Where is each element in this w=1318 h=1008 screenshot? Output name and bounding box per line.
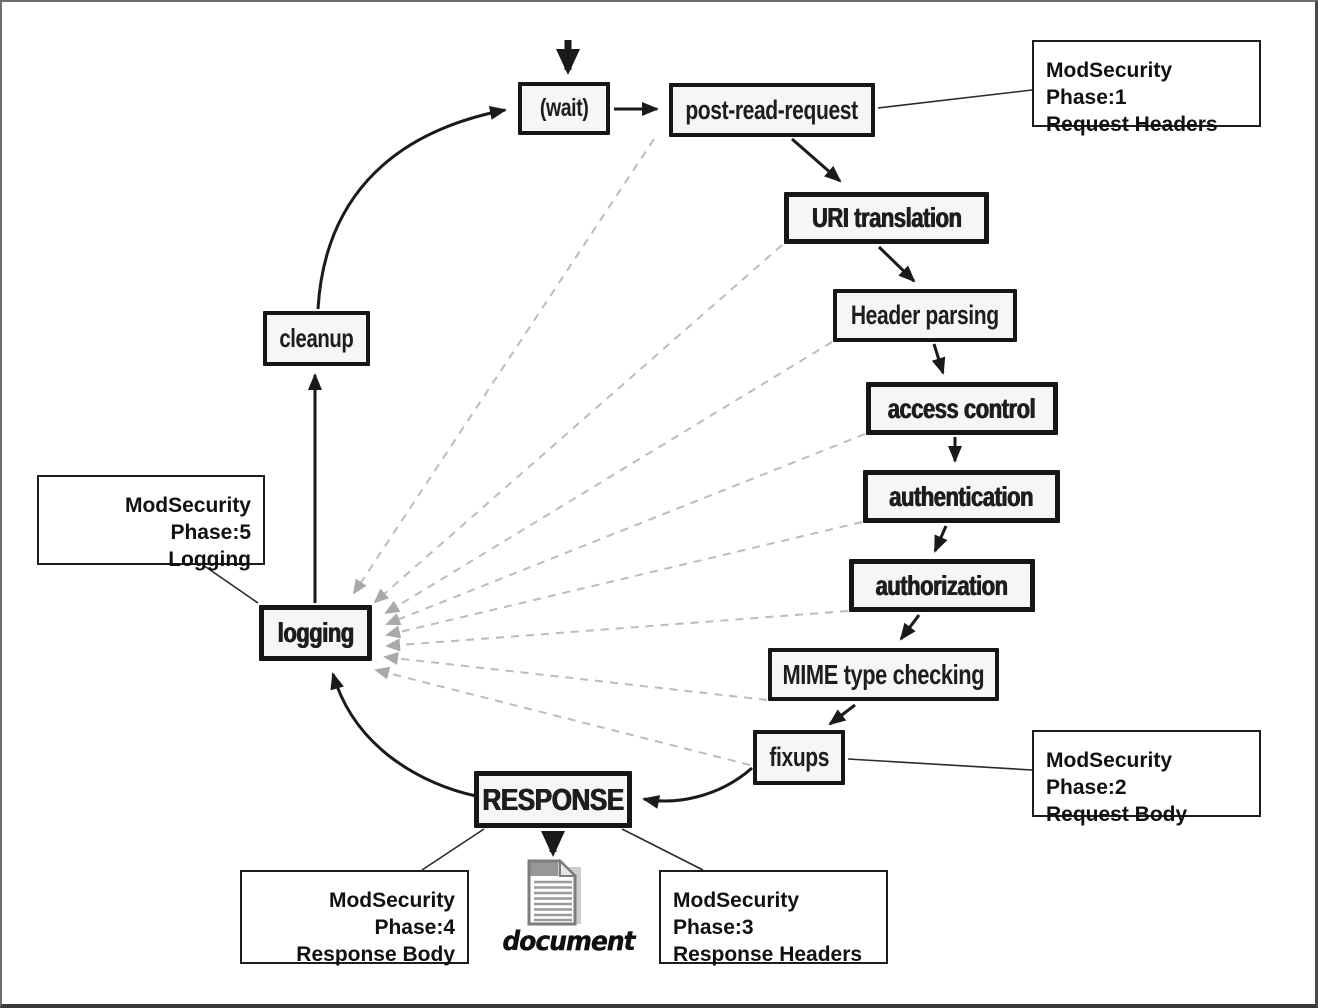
node-cleanup: cleanup — [263, 311, 370, 366]
callout-phase4-line1: ModSecurity Phase:4 — [328, 889, 455, 939]
node-wait: (wait) — [518, 82, 610, 135]
node-post-read-request-label: post-read-request — [685, 94, 859, 125]
callout-phase3-line2: Response Headers — [673, 943, 863, 966]
node-access-control: access control — [866, 382, 1058, 435]
node-fixups-label: fixups — [769, 742, 829, 772]
callout-phase1: ModSecurity Phase:1 Request Headers — [1032, 40, 1261, 136]
node-mime-type-checking: MIME type checking — [768, 648, 999, 701]
arrow-fixups-to-response — [642, 766, 753, 809]
callout-phase4-line2: Response Body — [296, 943, 455, 966]
arrow-cleanup-to-wait — [316, 106, 507, 310]
node-uri-translation: URI translation — [784, 192, 989, 244]
node-header-parsing: Header parsing — [833, 289, 1017, 342]
node-uri-translation-label: URI translation — [811, 202, 962, 233]
node-cleanup-label: cleanup — [279, 323, 354, 353]
main-flow-arrows — [308, 40, 962, 857]
node-mime-type-checking-label: MIME type checking — [782, 658, 985, 690]
node-authentication-label: authentication — [889, 480, 1034, 512]
callout-phase4: ModSecurity Phase:4 Response Body — [240, 870, 469, 966]
callout-phase5-line1: ModSecurity Phase:5 — [124, 494, 251, 544]
callout-phase1-line1: ModSecurity Phase:1 — [1046, 59, 1173, 109]
callout-connectors — [202, 89, 1033, 871]
document-icon — [527, 858, 581, 926]
arrow-response-to-logging — [330, 672, 477, 798]
arrow-authorization-to-mime — [899, 614, 921, 641]
arrow-authentication-to-authorization — [933, 525, 948, 553]
callout-phase2: ModSecurity Phase:2 Request Body — [1032, 730, 1261, 826]
node-logging: logging — [259, 605, 372, 661]
callout-phase1-line2: Request Headers — [1046, 113, 1218, 136]
callout-phase5-line2: Logging — [168, 548, 251, 571]
callout-phase5: ModSecurity Phase:5 Logging — [37, 475, 265, 571]
node-wait-label: (wait) — [539, 94, 589, 122]
node-response: RESPONSE — [474, 771, 632, 828]
node-header-parsing-label: Header parsing — [851, 300, 999, 330]
document-label: document — [502, 926, 635, 957]
arrow-post-read-to-uri — [791, 137, 842, 183]
arrow-mime-to-fixups — [828, 703, 856, 726]
arrow-uri-to-header-parsing — [877, 245, 916, 283]
callout-phase3-line1: ModSecurity Phase:3 — [673, 889, 800, 939]
node-fixups: fixups — [753, 730, 845, 785]
callout-phase3: ModSecurity Phase:3 Response Headers — [659, 870, 888, 966]
callout-phase2-line1: ModSecurity Phase:2 — [1046, 749, 1173, 799]
node-authentication: authentication — [863, 470, 1060, 523]
node-authorization: authorization — [849, 559, 1035, 612]
node-post-read-request: post-read-request — [669, 83, 875, 137]
callout-phase2-line2: Request Body — [1046, 803, 1188, 826]
node-logging-label: logging — [277, 617, 354, 648]
dashed-arrows-to-logging — [352, 138, 866, 766]
node-access-control-label: access control — [888, 392, 1036, 424]
node-authorization-label: authorization — [875, 569, 1009, 601]
node-response-label: RESPONSE — [482, 781, 624, 817]
arrow-header-to-access — [931, 343, 946, 375]
